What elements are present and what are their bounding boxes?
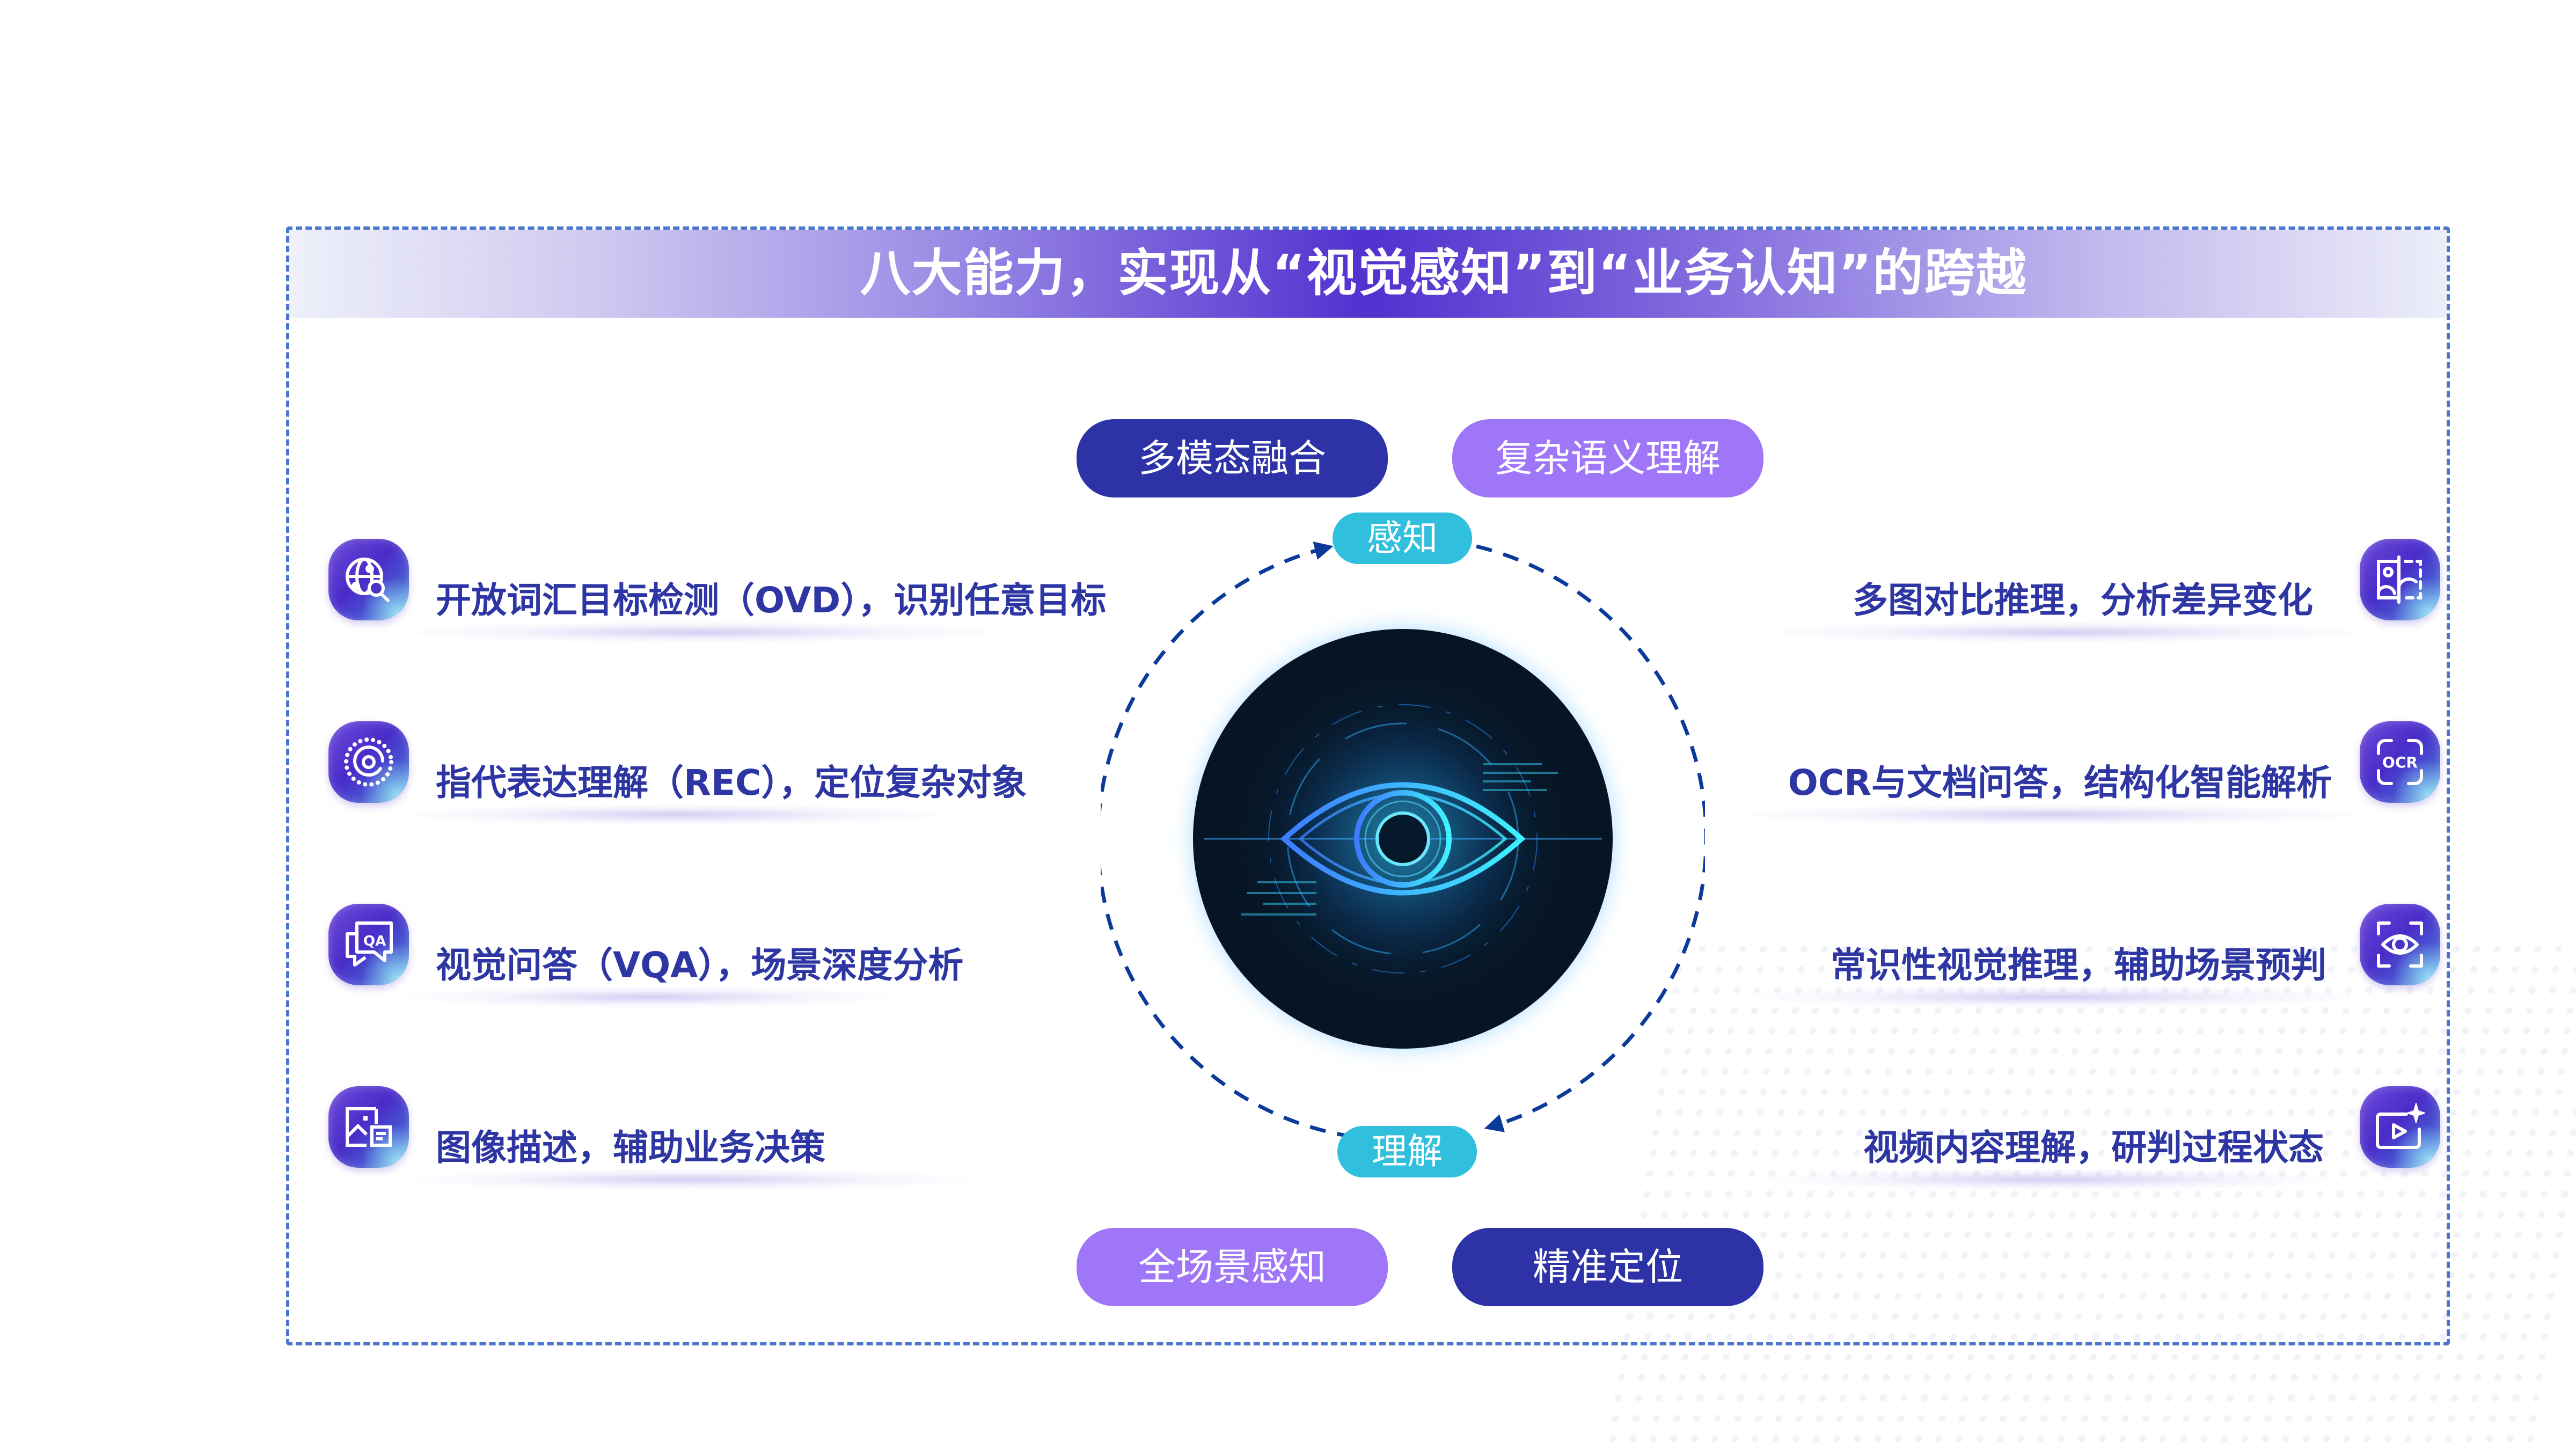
qa-chat-icon: QA (328, 904, 409, 985)
feature-multi-image-compare-glow (1771, 621, 2361, 643)
globe-search-icon (328, 539, 409, 620)
cyber-eye-icon (1204, 678, 1602, 1000)
ocr-scan-icon: OCR (2360, 721, 2440, 803)
content-frame (286, 226, 2450, 1345)
page-title: 八大能力，实现从“视觉感知”到“业务认知”的跨越 (860, 244, 2028, 303)
pill-full-scene-perception: 全场景感知 (1077, 1228, 1388, 1306)
eye-scan-icon (2360, 904, 2440, 985)
feature-rec: 指代表达理解（REC），定位复杂对象 (436, 762, 1027, 803)
feature-captioning-glow (408, 1169, 971, 1190)
image-caption-icon (328, 1086, 409, 1168)
pill-precise-positioning: 精准定位 (1452, 1228, 1763, 1306)
feature-video-understanding: 视频内容理解，研判过程状态 (1863, 1127, 2324, 1168)
feature-vqa-glow (408, 986, 891, 1008)
cycle-label-perception: 感知 (1333, 513, 1472, 564)
feature-rec-glow (408, 804, 945, 825)
target-radar-icon (328, 721, 409, 803)
cycle-orbit (1101, 541, 1705, 1139)
svg-text:OCR: OCR (2382, 753, 2418, 771)
eye-visual (1193, 629, 1613, 1049)
pill-multimodal-fusion: 多模态融合 (1077, 419, 1388, 497)
feature-ovd-glow (408, 621, 998, 643)
feature-ovd: 开放词汇目标检测（OVD），识别任意目标 (436, 580, 1107, 621)
pill-complex-semantics: 复杂语义理解 (1452, 419, 1763, 497)
feature-video-understanding-glow (1771, 1169, 2334, 1190)
cycle-label-understanding: 理解 (1337, 1126, 1477, 1177)
orbit-right-arc (1476, 544, 1705, 1132)
svg-text:QA: QA (363, 933, 386, 949)
video-spark-icon (2360, 1086, 2440, 1168)
feature-commonsense-reasoning-glow (1744, 986, 2361, 1008)
feature-commonsense-reasoning: 常识性视觉推理，辅助场景预判 (1831, 945, 2326, 986)
feature-vqa: 视觉问答（VQA），场景深度分析 (436, 945, 964, 986)
image-compare-icon (2360, 539, 2440, 620)
feature-captioning: 图像描述，辅助业务决策 (436, 1127, 825, 1168)
header-band (289, 230, 2447, 318)
feature-multi-image-compare: 多图对比推理，分析差异变化 (1853, 580, 2313, 621)
feature-ocr-docqa-glow (1744, 804, 2361, 825)
feature-ocr-docqa: OCR与文档问答，结构化智能解析 (1788, 762, 2332, 803)
